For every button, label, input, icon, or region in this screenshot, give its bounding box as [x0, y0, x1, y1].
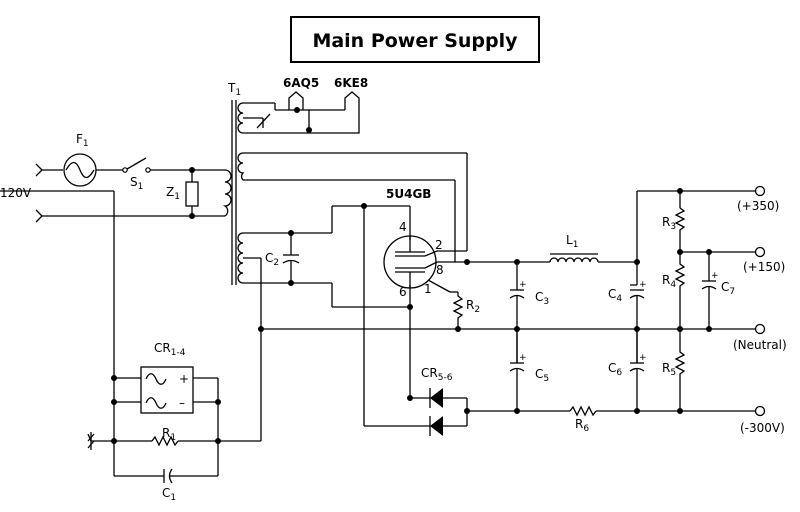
c3-plus: + [519, 280, 527, 290]
fuse-label: F1 [76, 132, 89, 149]
c4-label: C4 [608, 287, 622, 304]
diagram-title: Main Power Supply [312, 30, 518, 52]
capacitor-c4: + C4 [608, 280, 647, 363]
r2-label: R2 [466, 298, 480, 315]
input-voltage-label: 120V [0, 186, 32, 200]
transformer-label: T1 [227, 81, 241, 98]
tube-6aq5-label: 6AQ5 [283, 76, 319, 90]
divider-resistors: R3 R4 R5 [662, 191, 755, 414]
resistor-r2: R2 [450, 291, 480, 332]
transformer-t1: T1 [222, 81, 467, 285]
terminal-350 [754, 185, 766, 197]
c7-plus: + [711, 271, 719, 281]
tube-6ke8-heater-icon [344, 91, 360, 134]
r3-label: R3 [662, 215, 676, 232]
l1-label: L1 [566, 233, 578, 250]
rectifier-tube-5u4gb: 5U4GB 4 2 8 6 1 [383, 187, 451, 299]
positive-rail: L1 [437, 188, 755, 285]
fuse-f1: F1 [63, 132, 123, 187]
c5-plus: + [519, 353, 527, 363]
pin-1-label: 1 [424, 282, 432, 296]
capacitor-c3: + C3 [509, 262, 549, 363]
r4-label: R4 [662, 273, 676, 290]
r5-label: R5 [662, 361, 676, 378]
capacitor-c2: C2 [265, 230, 300, 286]
pin-6-label: 6 [399, 285, 407, 299]
c2-label: C2 [265, 251, 279, 268]
capacitor-c5: + C5 [509, 329, 549, 411]
plug-prong-bottom-icon [35, 209, 43, 223]
rectifier-filament-leads [437, 153, 468, 262]
c7-label: C7 [721, 280, 735, 297]
switch-label: S1 [130, 175, 143, 192]
bridge-plus: + [179, 372, 189, 386]
pin-8-label: 8 [436, 263, 444, 277]
zener-label: Z1 [166, 185, 180, 202]
capacitor-c7: + C7 [701, 252, 735, 329]
cr56-label: CR5-6 [421, 366, 453, 383]
c3-label: C3 [535, 290, 549, 307]
plug-prong-top-icon [35, 163, 43, 177]
diode-5-icon [430, 388, 443, 408]
output-terminals: (+350) (+150) (Neutral) (-300V) [733, 185, 787, 435]
filament-leads: 6AQ5 6KE8 [256, 76, 368, 134]
r6-label: R6 [575, 417, 589, 434]
out-350-label: (+350) [737, 199, 779, 213]
terminal-neutral [754, 323, 766, 335]
c5-label: C5 [535, 367, 549, 384]
r1-label: R1 [162, 426, 176, 443]
pin-4-label: 4 [399, 220, 407, 234]
cr14-label: CR1-4 [154, 341, 186, 358]
negative-rail: R6 [464, 405, 755, 434]
c6-plus: + [639, 353, 647, 363]
bridge-minus: – [179, 396, 185, 410]
zener-z1: Z1 [166, 167, 225, 219]
diodes-cr56: CR5-6 [363, 206, 468, 436]
tube-6aq5-heater-icon [288, 91, 304, 110]
mains-input: 120V [0, 163, 192, 223]
out-neutral-label: (Neutral) [733, 338, 787, 352]
terminal-minus300 [754, 405, 766, 417]
switch-s1: S1 [122, 157, 225, 192]
pin-2-label: 2 [435, 238, 443, 252]
out-300-label: (-300V) [740, 421, 785, 435]
c4-plus: + [639, 280, 647, 290]
title-box: Main Power Supply [290, 16, 540, 63]
capacitor-c6: + C6 [608, 329, 647, 411]
r1-c1-network: R1 C1 [87, 426, 261, 503]
c6-label: C6 [608, 361, 622, 378]
bridge-cr14: + – CR1-4 [111, 191, 221, 476]
terminal-150 [754, 246, 766, 258]
c1-label: C1 [162, 486, 176, 503]
out-150-label: (+150) [743, 260, 785, 274]
plate-leads [291, 203, 413, 310]
rectifier-tube-label: 5U4GB [386, 187, 431, 201]
tube-6ke8-label: 6KE8 [334, 76, 368, 90]
diode-6-icon [430, 416, 443, 436]
